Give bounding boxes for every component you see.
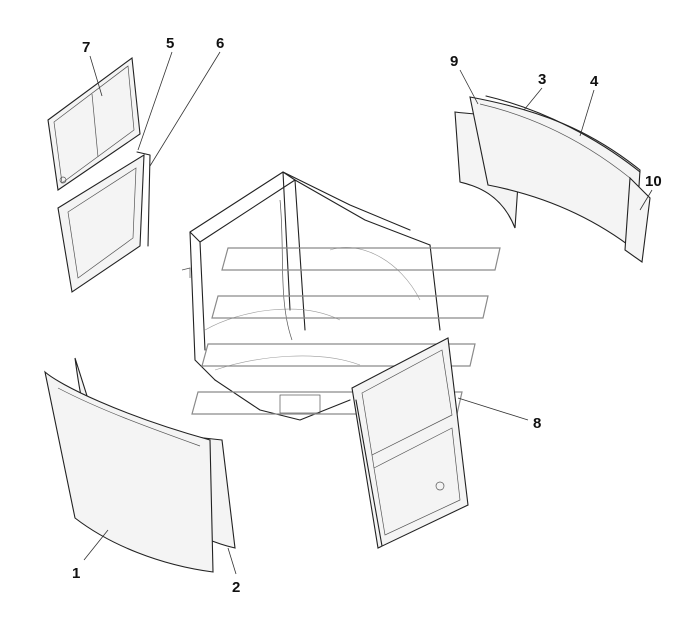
callout-8: 8: [533, 415, 541, 432]
callout-3: 3: [538, 71, 546, 88]
callout-6: 6: [216, 35, 224, 52]
part-1-windshield: [44, 370, 214, 573]
callout-5: 5: [166, 35, 174, 52]
callout-labels: 7 5 6 9 3 4 10 8 1 2: [72, 35, 662, 596]
callout-4: 4: [590, 73, 599, 90]
part-7-rear-window: [47, 56, 141, 191]
part-4-glass-seal: [479, 95, 641, 179]
leader-lines: [83, 51, 653, 575]
callout-7: 7: [82, 39, 90, 56]
part-8-door: [351, 337, 469, 549]
callout-1: 1: [72, 565, 80, 582]
part-10-side-trim: [624, 176, 651, 263]
callout-10: 10: [645, 173, 662, 190]
part-5-seal: [136, 151, 151, 247]
cab-frame: [181, 171, 441, 421]
part-6-window-panel: [57, 153, 145, 293]
callout-2: 2: [232, 579, 240, 596]
callout-9: 9: [450, 53, 458, 70]
